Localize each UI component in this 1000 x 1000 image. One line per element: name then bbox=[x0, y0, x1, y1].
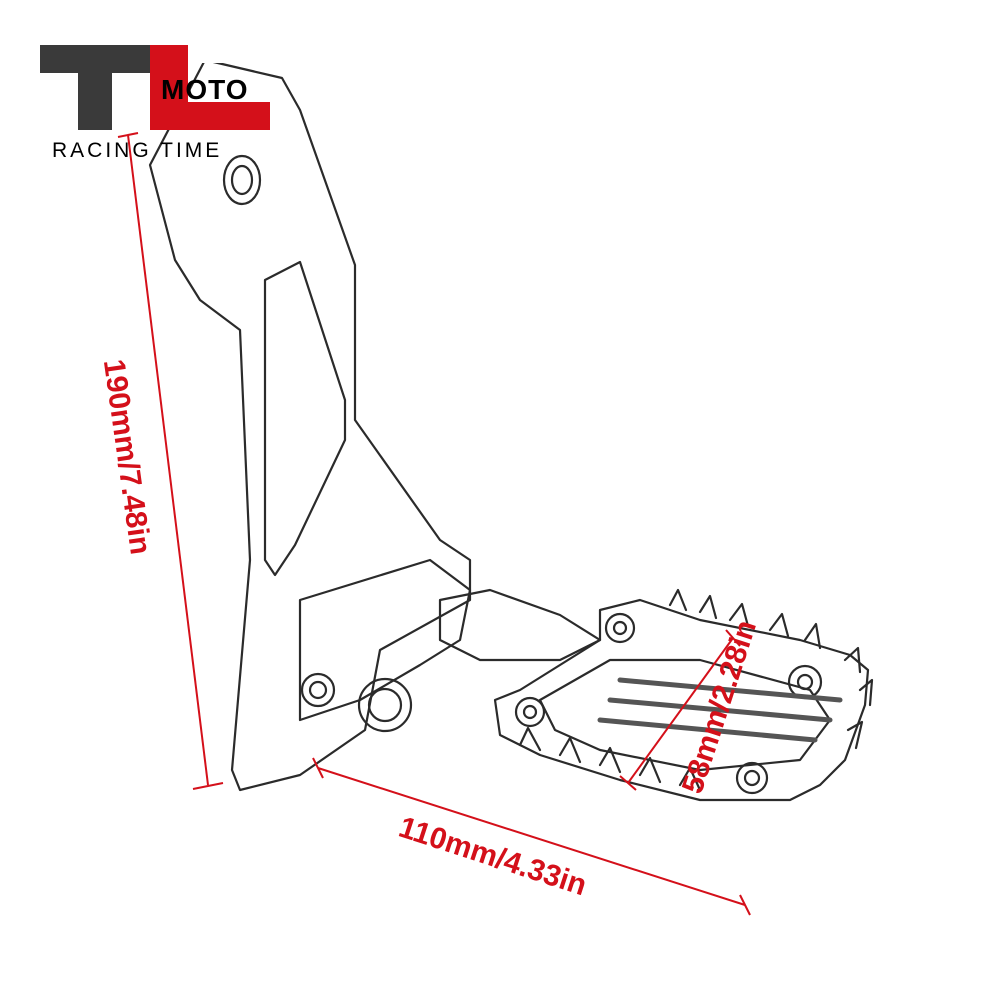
bracket-cutout bbox=[263, 260, 347, 577]
pivot-nut bbox=[300, 672, 336, 708]
brand-tagline: RACING TIME bbox=[52, 139, 223, 162]
platform-bolt-4 bbox=[735, 761, 769, 795]
length-dimension-line bbox=[317, 767, 746, 906]
top-mount-hole bbox=[222, 154, 262, 206]
brand-name: MOTO bbox=[161, 74, 249, 105]
bracket-plate-outline bbox=[148, 58, 472, 792]
platform-teeth bbox=[668, 588, 874, 750]
footpeg-platform bbox=[493, 598, 870, 802]
platform-bolt-2 bbox=[787, 664, 823, 700]
tc-moto-logo bbox=[40, 45, 270, 130]
height-dimension-line bbox=[127, 134, 209, 786]
pivot-block bbox=[298, 558, 472, 722]
platform-bolt-3 bbox=[514, 696, 546, 728]
width-dimension-line bbox=[627, 637, 734, 784]
platform-bolt-1 bbox=[604, 612, 636, 644]
pivot-bolt bbox=[357, 677, 413, 733]
